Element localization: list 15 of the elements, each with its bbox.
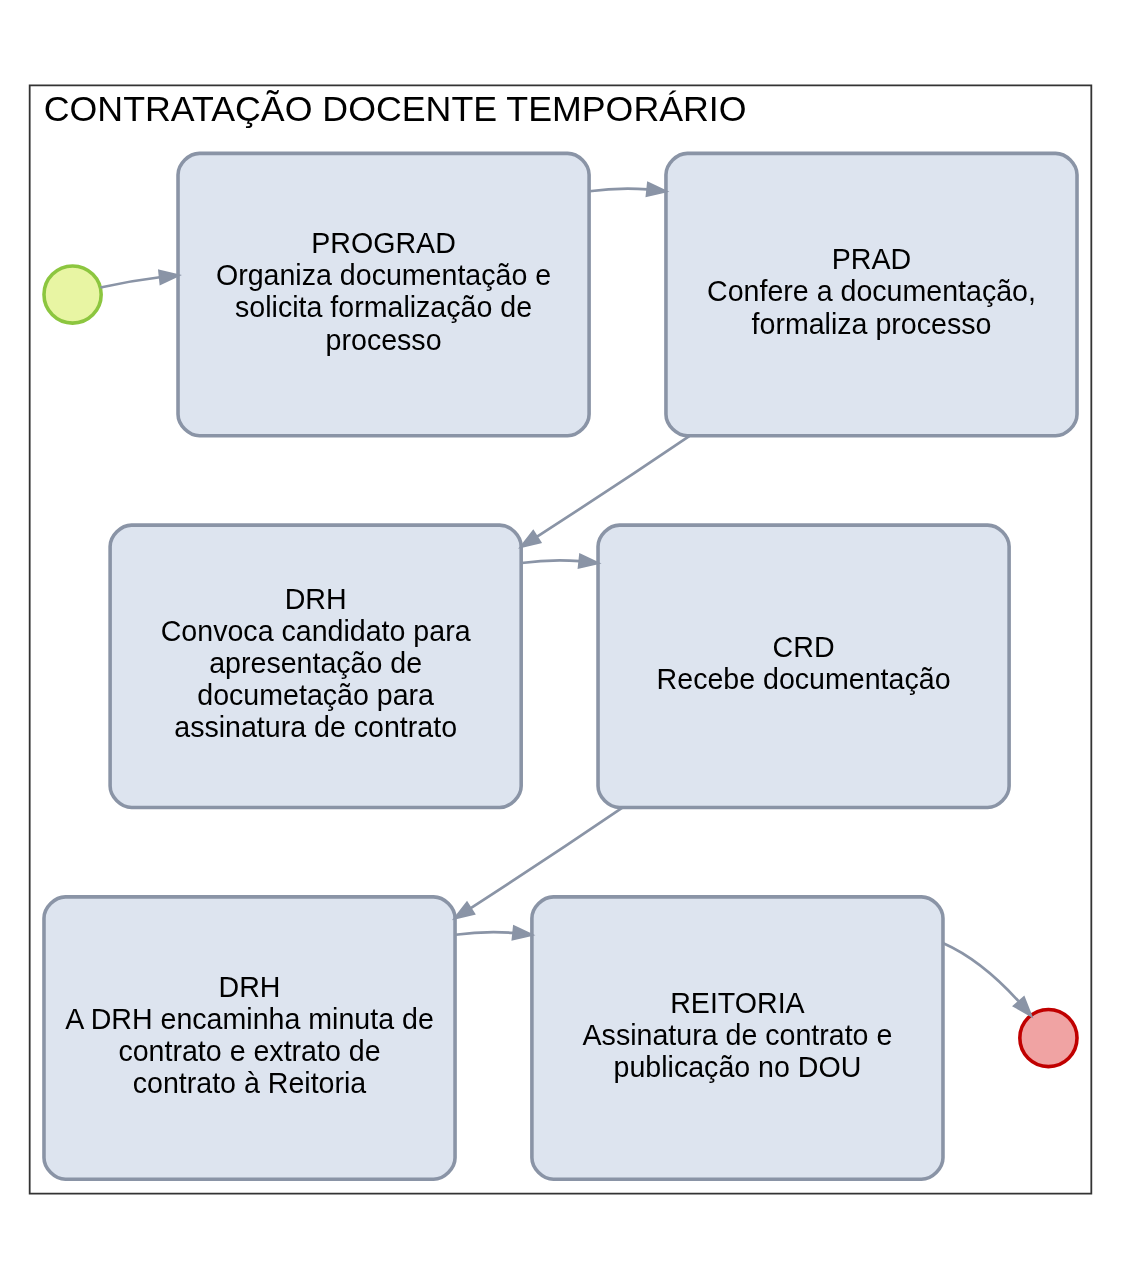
arrow xyxy=(518,434,691,549)
arrow xyxy=(589,181,670,198)
arrow xyxy=(521,552,602,570)
node-box: PROGRAD Organiza documentação e solicita formalização de processo xyxy=(176,151,591,438)
arrow xyxy=(100,269,182,289)
node-circle xyxy=(42,264,103,325)
node-box: CRD Recebe documentação xyxy=(596,523,1011,810)
arrow xyxy=(455,924,536,941)
node-box: PRAD Confere a documentação, formaliza processo xyxy=(664,151,1079,438)
node-circle xyxy=(1018,1007,1079,1069)
node-box: DRH Convoca candidato para apresentação de documetação para assinatura de contrato xyxy=(108,523,523,810)
arrow xyxy=(451,806,623,921)
arrow xyxy=(942,942,1034,1019)
node-box: DRH A DRH encaminha minuta de contrato e extrato de contrato à Reitoria xyxy=(42,895,457,1182)
node-box: REITORIA Assinatura de contrato e publicação no DOU xyxy=(530,895,945,1182)
